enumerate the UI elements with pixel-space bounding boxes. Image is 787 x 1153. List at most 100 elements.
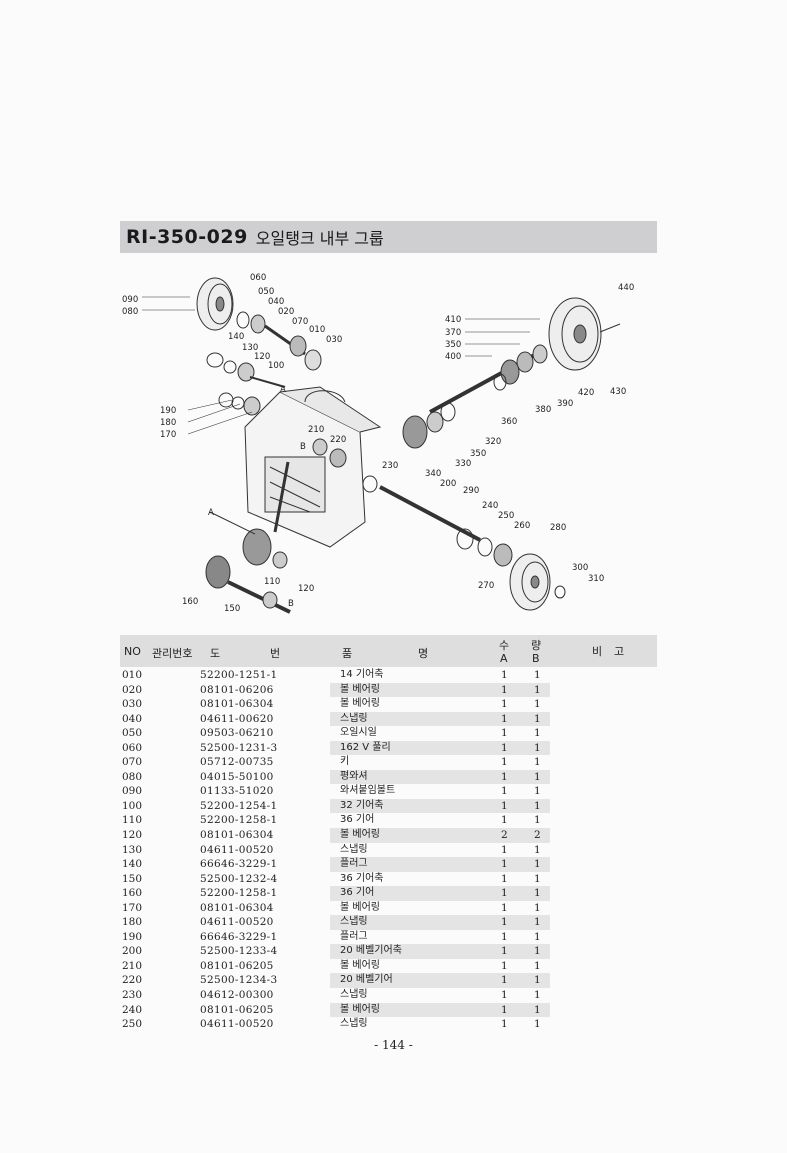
cell-no: 150 bbox=[122, 872, 143, 885]
cell-part-name: 스냅링 bbox=[340, 843, 368, 855]
cell-qty-b: 1 bbox=[534, 814, 541, 827]
cell-part-name: 20 베벨기어축 bbox=[340, 945, 402, 957]
cell-qty-a: 1 bbox=[501, 1018, 508, 1031]
cell-qty-b: 1 bbox=[534, 945, 541, 958]
callout-210: 210 bbox=[308, 425, 324, 435]
cell-drawing-number: 52200-1254-1 bbox=[200, 799, 278, 812]
cell-no: 010 bbox=[122, 669, 143, 681]
cell-qty-b: 1 bbox=[534, 843, 541, 856]
cell-no: 070 bbox=[122, 756, 143, 769]
cell-part-name: 36 기어 bbox=[340, 814, 375, 826]
callout-020: 020 bbox=[278, 307, 294, 317]
callout-400: 400 bbox=[445, 352, 461, 362]
cell-no: 210 bbox=[122, 959, 143, 972]
cell-qty-b: 2 bbox=[534, 829, 541, 842]
callout-190: 190 bbox=[160, 406, 176, 416]
cell-part-name: 스냅링 bbox=[340, 989, 368, 1001]
cell-part-name: 20 베벨기어 bbox=[340, 974, 393, 986]
callout-260: 260 bbox=[514, 521, 530, 531]
cell-no: 100 bbox=[122, 799, 143, 812]
callout-140: 140 bbox=[228, 332, 244, 342]
cell-qty-b: 1 bbox=[534, 1018, 541, 1031]
callout-080: 080 bbox=[122, 307, 138, 317]
callout-380: 380 bbox=[535, 405, 551, 415]
cell-qty-a: 1 bbox=[501, 727, 508, 740]
callout-200: 200 bbox=[440, 479, 456, 489]
cell-no: 180 bbox=[122, 916, 143, 929]
cell-drawing-number: 04015-50100 bbox=[200, 770, 274, 783]
callout-360: 360 bbox=[501, 417, 517, 427]
callout-110: 110 bbox=[264, 577, 280, 587]
callout-010: 010 bbox=[309, 325, 325, 335]
cell-drawing-number: 08101-06304 bbox=[200, 901, 274, 914]
header-qty-1: 수 bbox=[499, 639, 510, 652]
cell-no: 080 bbox=[122, 770, 143, 783]
cell-drawing-number: 08101-06206 bbox=[200, 683, 274, 696]
header-mgmt-no: 관리번호 bbox=[152, 647, 193, 660]
callout-090: 090 bbox=[122, 295, 138, 305]
cell-drawing-number: 66646-3229-1 bbox=[200, 930, 278, 943]
diagram-svg: 060 050 040 020 070 010 030 090 080 140 … bbox=[122, 273, 634, 614]
cell-qty-b: 1 bbox=[534, 683, 541, 696]
cell-no: 160 bbox=[122, 887, 143, 900]
cell-qty-a: 1 bbox=[501, 887, 508, 900]
header-qty-a: A bbox=[500, 652, 508, 665]
cell-qty-a: 1 bbox=[501, 785, 508, 798]
cell-qty-a: 1 bbox=[501, 916, 508, 929]
cell-no: 130 bbox=[122, 843, 143, 856]
cell-no: 240 bbox=[122, 1003, 143, 1016]
callout-320: 320 bbox=[485, 437, 501, 447]
cell-no: 120 bbox=[122, 829, 143, 842]
exploded-parts-diagram: 060 050 040 020 070 010 030 090 080 140 … bbox=[120, 262, 657, 622]
cell-part-name: 36 기어 bbox=[340, 887, 375, 899]
cell-qty-a: 1 bbox=[501, 669, 508, 681]
cell-qty-b: 1 bbox=[534, 712, 541, 725]
cell-qty-a: 1 bbox=[501, 698, 508, 711]
cell-no: 200 bbox=[122, 945, 143, 958]
callout-130: 130 bbox=[242, 343, 258, 353]
cell-qty-b: 1 bbox=[534, 989, 541, 1002]
callout-340: 340 bbox=[425, 469, 441, 479]
cell-part-name: 볼 베어링 bbox=[340, 901, 380, 913]
callout-b-case: B bbox=[300, 442, 306, 452]
cell-qty-b: 1 bbox=[534, 669, 541, 681]
callout-370: 370 bbox=[445, 328, 461, 338]
cell-part-name: 스냅링 bbox=[340, 916, 368, 928]
cell-part-name: 162 V 풀리 bbox=[340, 741, 391, 753]
callout-280: 280 bbox=[550, 523, 566, 533]
cell-drawing-number: 08101-06205 bbox=[200, 1003, 274, 1016]
cell-drawing-number: 04612-00300 bbox=[200, 989, 274, 1002]
cell-qty-b: 1 bbox=[534, 799, 541, 812]
cell-no: 110 bbox=[122, 814, 143, 827]
callout-060: 060 bbox=[250, 273, 266, 283]
cell-no: 030 bbox=[122, 698, 143, 711]
callout-390: 390 bbox=[557, 399, 573, 409]
cell-no: 020 bbox=[122, 683, 143, 696]
callout-180: 180 bbox=[160, 418, 176, 428]
callout-290: 290 bbox=[463, 486, 479, 496]
cell-qty-a: 1 bbox=[501, 959, 508, 972]
callout-250: 250 bbox=[498, 511, 514, 521]
cell-qty-b: 1 bbox=[534, 916, 541, 929]
cell-qty-a: 2 bbox=[501, 829, 508, 842]
cell-no: 090 bbox=[122, 785, 143, 798]
cell-drawing-number: 08101-06304 bbox=[200, 829, 274, 842]
callout-050: 050 bbox=[258, 287, 274, 297]
cell-drawing-number: 08101-06304 bbox=[200, 698, 274, 711]
cell-qty-b: 1 bbox=[534, 698, 541, 711]
callout-a-lower: A bbox=[208, 508, 214, 518]
